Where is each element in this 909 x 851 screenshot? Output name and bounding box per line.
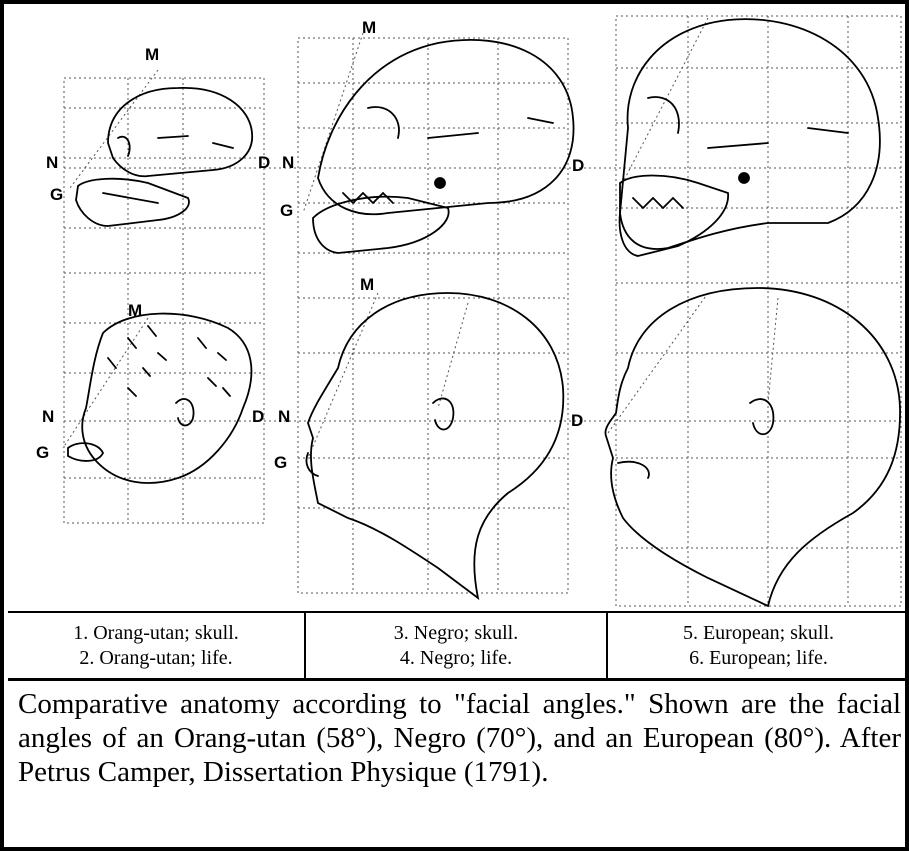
caption-skull: 3. Negro; skull. <box>306 621 606 646</box>
caption-life: 2. Orang-utan; life. <box>8 646 304 671</box>
label-m: M <box>128 301 142 320</box>
label-g: G <box>280 201 293 220</box>
label-g: G <box>50 185 63 204</box>
figure-description: Comparative anatomy according to "facial… <box>8 681 909 851</box>
label-d: D <box>572 156 584 175</box>
caption-cell-european: 5. European; skull. 6. European; life. <box>606 613 909 678</box>
label-n: N <box>46 153 58 172</box>
label-g: G <box>36 443 49 462</box>
label-m: M <box>362 18 376 37</box>
label-g: G <box>274 453 287 472</box>
label-m: M <box>360 275 374 294</box>
facial-angle-illustration: M N G D M N G D M N G D M N G D <box>8 8 909 611</box>
landmark-labels: M N G D M N G D M N G D M N G D <box>36 18 584 472</box>
caption-life: 6. European; life. <box>608 646 909 671</box>
caption-life: 4. Negro; life. <box>306 646 606 671</box>
label-d: D <box>252 407 264 426</box>
caption-skull: 5. European; skull. <box>608 621 909 646</box>
label-d: D <box>571 411 583 430</box>
label-n: N <box>278 407 290 426</box>
camper-skull-head-drawings: M N G D M N G D M N G D M N G D <box>8 8 909 611</box>
caption-cell-orang-utan: 1. Orang-utan; skull. 2. Orang-utan; lif… <box>8 613 304 678</box>
label-m: M <box>145 45 159 64</box>
label-d: D <box>258 153 270 172</box>
figure-caption-table: 1. Orang-utan; skull. 2. Orang-utan; lif… <box>8 611 909 681</box>
caption-cell-negro: 3. Negro; skull. 4. Negro; life. <box>304 613 606 678</box>
label-n: N <box>282 153 294 172</box>
caption-skull: 1. Orang-utan; skull. <box>8 621 304 646</box>
label-n: N <box>42 407 54 426</box>
